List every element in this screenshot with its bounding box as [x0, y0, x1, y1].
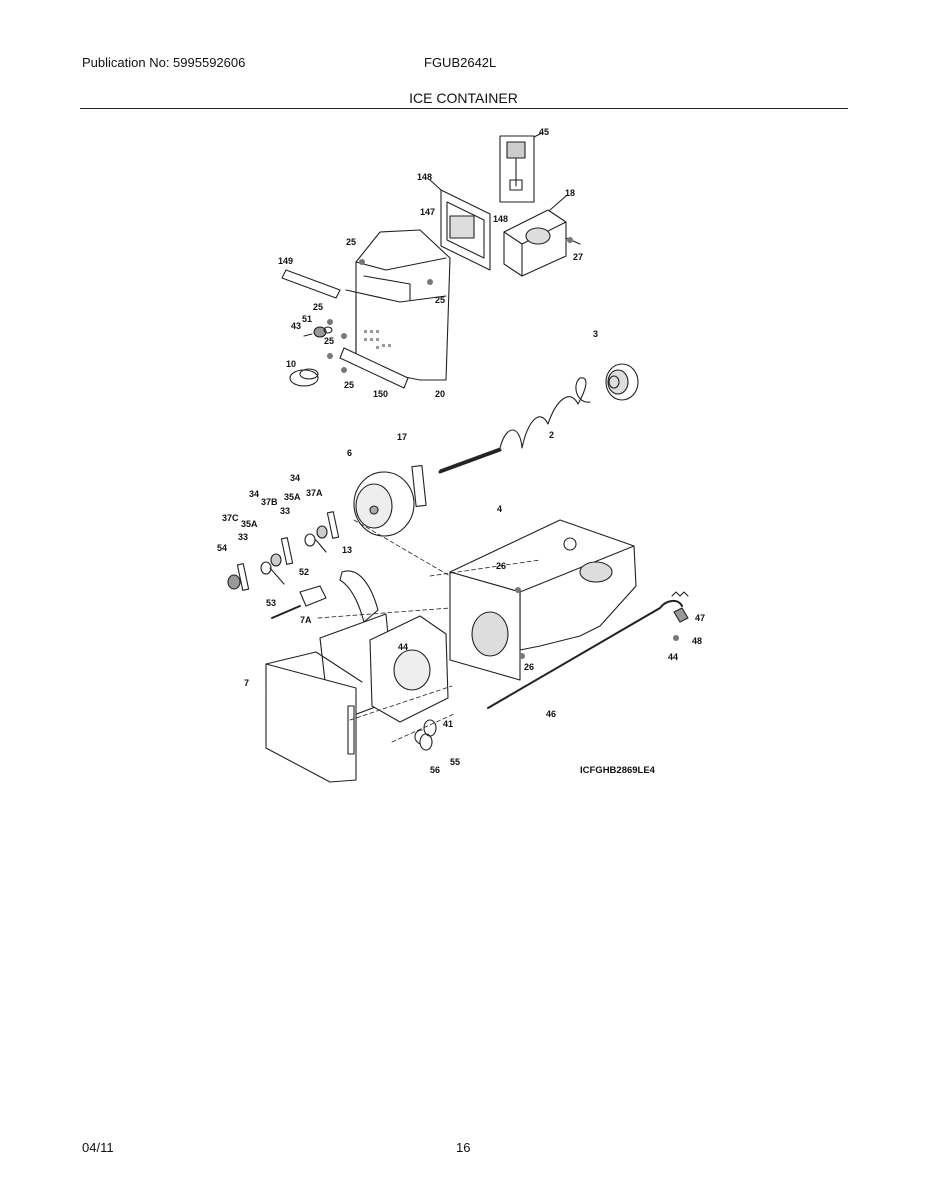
callout-37c: 37C [222, 513, 239, 523]
part-10-cap [289, 368, 319, 387]
callout-45: 45 [539, 127, 549, 137]
part-2-auger [439, 377, 591, 471]
callout-55: 55 [450, 757, 460, 767]
part-crank-assembly [227, 511, 340, 591]
callout-33a: 33 [280, 506, 290, 516]
callout-149: 149 [278, 256, 293, 266]
callout-148a: 148 [417, 172, 432, 182]
part-55-ring [419, 733, 433, 751]
callout-34a: 34 [290, 473, 300, 483]
callout-25a: 25 [346, 237, 356, 247]
callout-150: 150 [373, 389, 388, 399]
callout-43: 43 [291, 321, 301, 331]
callout-27: 27 [573, 252, 583, 262]
callout-44b: 44 [668, 652, 678, 662]
callout-35a-lower: 35A [241, 519, 258, 529]
callout-26a: 26 [496, 561, 506, 571]
callout-25e: 25 [344, 380, 354, 390]
callout-44a: 44 [398, 642, 408, 652]
screws [327, 237, 679, 659]
callout-2: 2 [549, 430, 554, 440]
callout-47: 47 [695, 613, 705, 623]
part-45-sensor [499, 132, 543, 203]
part-48-clip [673, 607, 689, 623]
callout-25c: 25 [324, 336, 334, 346]
callout-13: 13 [342, 545, 352, 555]
callout-46: 46 [546, 709, 556, 719]
part-150-strip [339, 347, 409, 389]
callout-147: 147 [420, 207, 435, 217]
header-rule [80, 108, 848, 109]
callout-53: 53 [266, 598, 276, 608]
callout-37a: 37A [306, 488, 323, 498]
part-51-43-fasteners [303, 326, 333, 338]
part-17-blade [411, 465, 427, 507]
part-3-bearing [605, 363, 639, 401]
part-44-gearbox [369, 615, 449, 723]
callout-17: 17 [397, 432, 407, 442]
callout-7: 7 [244, 678, 249, 688]
part-148-bracket [429, 179, 491, 271]
callout-34b: 34 [249, 489, 259, 499]
callout-10: 10 [286, 359, 296, 369]
callout-25d: 25 [435, 295, 445, 305]
drawing-code: ICFGHB2869LE4 [580, 765, 656, 776]
callout-7a: 7A [300, 615, 312, 625]
publication-number: Publication No: 5995592606 [82, 55, 246, 70]
model-number: FGUB2642L [424, 55, 497, 70]
part-6-drum [353, 471, 415, 537]
part-46-rod [487, 600, 683, 709]
part-149-strip [281, 269, 341, 299]
part-20-housing [345, 229, 451, 381]
callout-35a-upper: 35A [284, 492, 301, 502]
part-53-pin [271, 605, 301, 619]
callout-52: 52 [299, 567, 309, 577]
callout-20: 20 [435, 389, 445, 399]
section-title: ICE CONTAINER [409, 90, 518, 106]
callout-25b: 25 [313, 302, 323, 312]
callout-51: 51 [302, 314, 312, 324]
callout-37b: 37B [261, 497, 278, 507]
part-4-ice-bucket [449, 519, 637, 651]
part-52-block [299, 585, 327, 607]
part-7-door [265, 651, 363, 783]
part-18-motor [503, 195, 581, 277]
callout-148b: 148 [493, 214, 508, 224]
callout-26b: 26 [524, 662, 534, 672]
part-13-cover [339, 570, 379, 623]
footer-date: 04/11 [82, 1140, 114, 1155]
callout-6: 6 [347, 448, 352, 458]
page-number: 16 [456, 1140, 471, 1155]
callout-41: 41 [443, 719, 453, 729]
part-56-clip [414, 729, 423, 745]
callout-54: 54 [217, 543, 227, 553]
callout-3: 3 [593, 329, 598, 339]
callout-33b: 33 [238, 532, 248, 542]
part-front-plate [449, 571, 521, 681]
callout-56: 56 [430, 765, 440, 775]
callout-4: 4 [497, 504, 502, 514]
callout-18: 18 [565, 188, 575, 198]
part-47-spring [671, 591, 689, 597]
callout-48: 48 [692, 636, 702, 646]
